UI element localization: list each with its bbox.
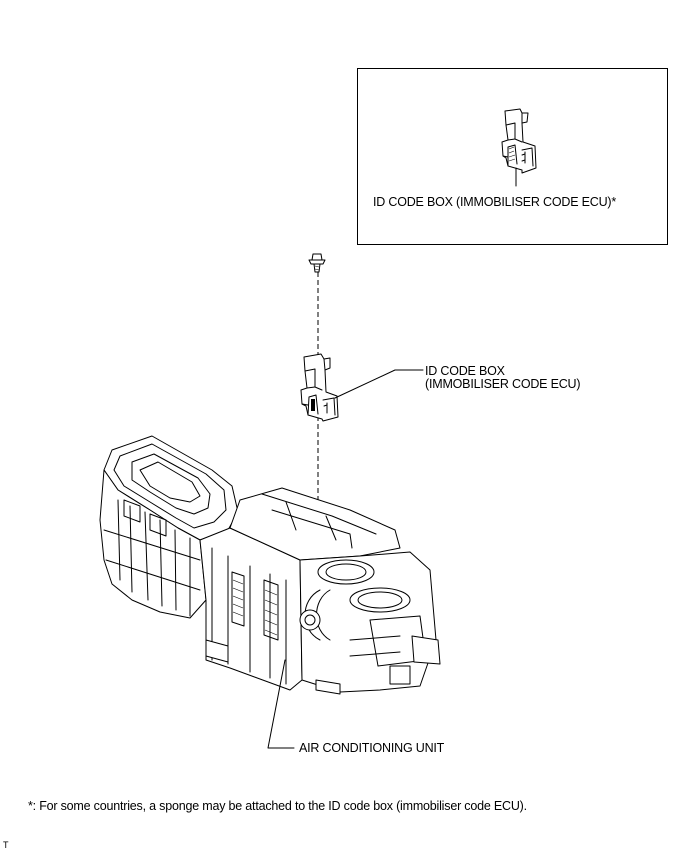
bolt-illustration (308, 253, 326, 273)
id-code-box-label: ID CODE BOX (425, 364, 505, 378)
inset-id-code-box-illustration (501, 108, 537, 187)
footnote: *: For some countries, a sponge may be a… (28, 799, 527, 813)
id-code-box-label-sub: (IMMOBILISER CODE ECU) (425, 377, 581, 391)
corner-mark: T (3, 840, 9, 850)
id-code-box-illustration (300, 353, 339, 422)
inset-sponge-hatch (508, 146, 516, 162)
inset-part-label: ID CODE BOX (IMMOBILISER CODE ECU)* (373, 195, 617, 209)
air-conditioning-unit-label: AIR CONDITIONING UNIT (299, 741, 445, 755)
air-conditioning-unit-illustration (99, 435, 441, 695)
inset-frame (357, 68, 668, 245)
air-conditioning-unit-leader (267, 659, 295, 749)
id-code-box-leader (334, 369, 424, 399)
